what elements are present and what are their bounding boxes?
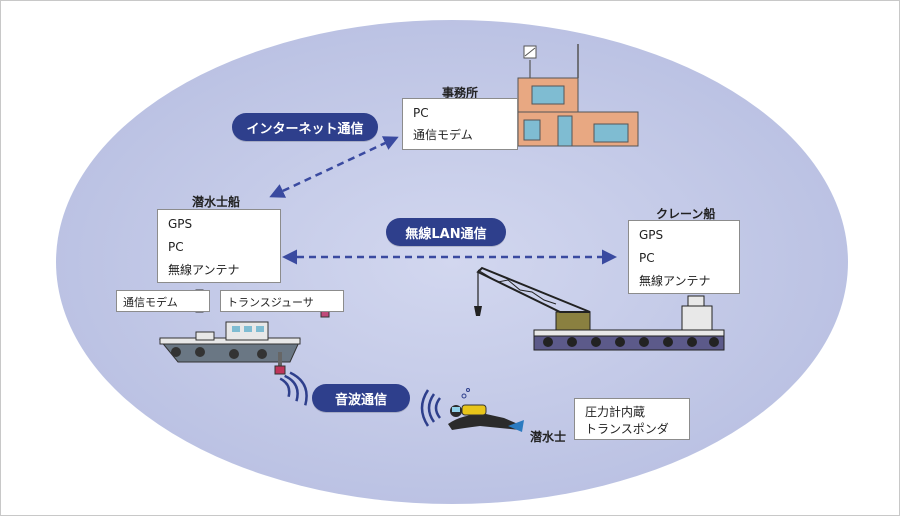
diver-ship-modem-tag: 通信モデム	[116, 290, 210, 312]
office-pc-label: PC	[413, 106, 429, 120]
diver-ship-equipment-box: GPS PC 無線アンテナ	[157, 209, 281, 283]
office-building-icon	[517, 44, 639, 147]
crane-ship-antenna-label: 無線アンテナ	[639, 274, 711, 288]
diver-ship-title: 潜水士船	[192, 195, 241, 209]
sound-wave-icon	[420, 389, 442, 427]
transponder-line-2: トランスポンダ	[585, 422, 669, 436]
office-modem-label: 通信モデム	[413, 128, 473, 142]
crane-ship-title: クレーン船	[656, 207, 716, 221]
diver-ship-gps-label: GPS	[168, 217, 193, 231]
wireless-lan-communication-badge: 無線LAN通信	[386, 218, 506, 246]
transponder-line-1: 圧力計内蔵	[585, 405, 646, 419]
crane-ship-equipment-box: GPS PC 無線アンテナ	[628, 220, 740, 294]
diver-title: 潜水士	[530, 430, 567, 444]
diver-ship-antenna-label: 無線アンテナ	[168, 263, 240, 277]
diver-ship-icon	[158, 321, 301, 375]
crane-ship-pc-label: PC	[639, 251, 655, 265]
diver-ship-transducer-tag: トランスジューサ	[220, 290, 344, 312]
sound-wave-icon	[279, 371, 308, 406]
diver-ship-pc-label: PC	[168, 240, 184, 254]
transponder-box: 圧力計内蔵 トランスポンダ	[574, 398, 690, 440]
diver-icon	[448, 388, 524, 432]
internet-communication-badge: インターネット通信	[232, 113, 378, 141]
sonar-communication-badge: 音波通信	[312, 384, 410, 412]
crane-ship-gps-label: GPS	[639, 228, 664, 242]
crane-ship-icon	[474, 266, 725, 351]
office-title: 事務所	[442, 86, 479, 100]
internet-link-arrow	[269, 136, 399, 198]
office-equipment-box: PC 通信モデム	[402, 98, 518, 150]
